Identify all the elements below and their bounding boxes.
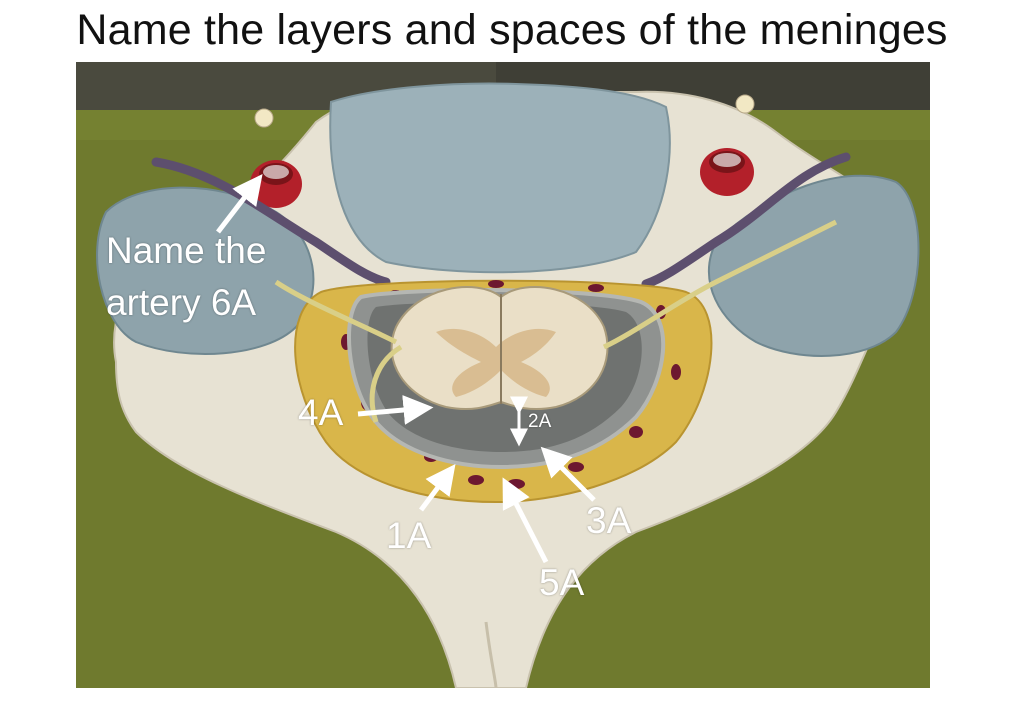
label-3a: 3A: [586, 500, 632, 541]
artery-question-line2: artery 6A: [106, 282, 257, 323]
label-1a: 1A: [386, 515, 432, 556]
vertebral-disc: [329, 82, 671, 274]
label-5a: 5A: [539, 562, 585, 603]
artery-question-line1: Name the: [106, 230, 267, 271]
slide-title: Name the layers and spaces of the mening…: [76, 6, 948, 54]
label-2a: 2A: [528, 411, 552, 432]
vertebra-model-illustration: [76, 62, 930, 688]
right-vertebral-artery: [700, 148, 754, 196]
label-4a: 4A: [298, 392, 344, 433]
right-transverse-blue: [707, 174, 920, 357]
left-vertebral-artery: [250, 160, 302, 208]
vertebra-model-photo: Name the artery 6A 4A 2A 1A 3A 5A: [76, 62, 930, 688]
